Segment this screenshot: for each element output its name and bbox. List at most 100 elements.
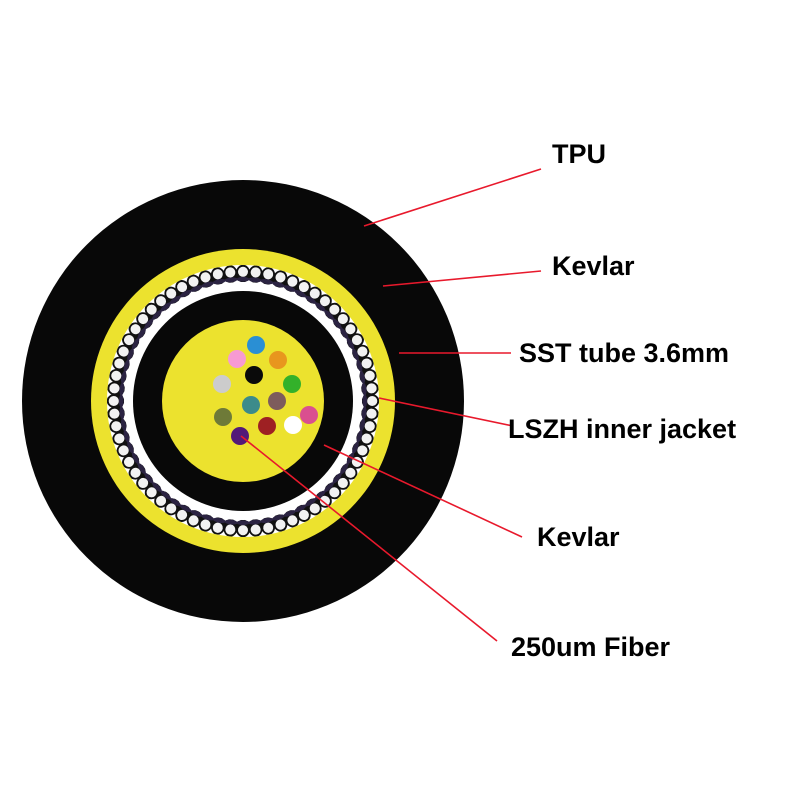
braid-strand-shadow: [144, 318, 154, 329]
braid-strand-light: [188, 276, 199, 287]
braid-strand: [235, 265, 251, 283]
braid-strand-shadow: [123, 430, 130, 443]
braid-strand-light: [111, 421, 122, 432]
braid-strand: [346, 333, 364, 350]
braid-strand-shadow: [294, 504, 307, 513]
optical-fiber-olive: [214, 408, 232, 426]
braid-strand-light: [123, 335, 135, 346]
optical-fiber-white: [284, 416, 302, 434]
braid-strand-light: [345, 324, 356, 335]
braid-strand-light: [212, 522, 223, 533]
braid-strand-shadow: [137, 327, 146, 339]
braid-strand: [116, 344, 134, 361]
braid-strand: [223, 265, 238, 283]
braid-strand-shadow: [361, 406, 367, 420]
braid-strand: [112, 356, 130, 372]
braid-strand: [186, 510, 203, 528]
braid-strand: [210, 267, 226, 285]
braid-strand: [260, 267, 276, 285]
braid-strand-shadow: [272, 514, 285, 521]
braid-strand: [359, 368, 377, 384]
braid-strand-light: [200, 272, 211, 283]
braid-strand-shadow: [160, 490, 171, 500]
braid-strand-shadow: [224, 277, 238, 283]
braid-strand: [198, 270, 214, 288]
leader-line-lszh-inner-jacket: [378, 397, 514, 427]
braid-strand-shadow: [315, 302, 326, 312]
braid-strand-light: [309, 503, 320, 514]
braid-strand-light: [166, 288, 177, 299]
braid-strand: [112, 430, 130, 446]
braid-strand-shadow: [305, 498, 317, 507]
braid-strand-shadow: [346, 337, 355, 350]
optical-fiber-aqua: [242, 396, 260, 414]
braid-strand-shadow: [236, 520, 250, 526]
callout-label-tpu: TPU: [552, 139, 606, 169]
braid-strand-shadow: [169, 498, 181, 507]
braid-strand-shadow: [119, 382, 125, 396]
braid-strand-shadow: [352, 441, 359, 454]
braid-strand: [198, 514, 214, 532]
braid-strand: [128, 463, 146, 480]
braid-strand-light: [364, 421, 375, 432]
braid-strand-light: [123, 456, 135, 467]
braid-strand: [272, 514, 288, 532]
braid-strand-light: [114, 358, 125, 369]
braid-strand-shadow: [144, 473, 154, 484]
braid-strand-shadow: [283, 285, 296, 292]
braid-strand-shadow: [332, 318, 342, 329]
braid-strand-light: [319, 495, 331, 506]
leader-line-fiber: [240, 435, 498, 642]
braid-strand: [352, 344, 370, 361]
braid-strand-light: [138, 313, 149, 325]
braid-strand-shadow: [359, 418, 366, 432]
braid-strand-shadow: [190, 510, 203, 517]
braid-strand-light: [357, 346, 368, 357]
optical-fibers-group: [213, 336, 318, 445]
optical-fiber-slate: [213, 375, 231, 393]
braid-strand-light: [309, 288, 320, 299]
braid-strand-shadow: [152, 482, 162, 492]
braid-strand-shadow: [356, 359, 363, 372]
braid-strand-light: [298, 509, 309, 521]
braid-strand-shadow: [120, 370, 127, 384]
braid-strand-light: [130, 324, 141, 335]
braid-strand-shadow: [127, 348, 134, 361]
braid-strand-light: [238, 266, 248, 277]
braid-strand: [260, 517, 276, 535]
braid-strand-shadow: [160, 302, 171, 312]
braid-strand-shadow: [201, 514, 214, 521]
braid-strand: [109, 368, 127, 384]
braid-strand-light: [337, 313, 348, 325]
callout-label-kevlar-inner: Kevlar: [537, 522, 620, 552]
braid-strand-shadow: [127, 441, 134, 454]
braid-strand-light: [250, 524, 261, 535]
braid-strand: [283, 274, 300, 292]
braid-strand-shadow: [361, 382, 367, 396]
braid-strand-shadow: [260, 278, 274, 285]
braid-strand: [107, 381, 125, 396]
braid-strand-shadow: [179, 504, 192, 513]
braid-strand-shadow: [212, 278, 226, 285]
braid-strand-light: [319, 296, 331, 307]
braid-strand-light: [361, 358, 372, 369]
braid-strand-light: [155, 495, 167, 506]
callout-label-lszh-inner-jacket: LSZH inner jacket: [508, 414, 737, 444]
braid-strand-light: [263, 269, 274, 280]
braid-strand: [210, 517, 226, 535]
braid-strand-shadow: [131, 452, 140, 465]
optical-fiber-blue: [247, 336, 265, 354]
braid-strand: [356, 430, 374, 446]
braid-strand-light: [130, 467, 141, 478]
braid-strand-shadow: [294, 289, 307, 298]
braid-strand-light: [114, 433, 125, 444]
braid-strand-light: [177, 281, 188, 293]
braid-strand: [107, 406, 125, 421]
braid-strand-light: [366, 383, 377, 394]
braid-strand: [122, 452, 140, 469]
braid-strand-shadow: [224, 519, 238, 525]
braid-strand-shadow: [236, 276, 250, 282]
braid-strand-shadow: [260, 517, 274, 524]
braid-strand-light: [250, 267, 261, 278]
braid-strand-light: [287, 276, 298, 287]
